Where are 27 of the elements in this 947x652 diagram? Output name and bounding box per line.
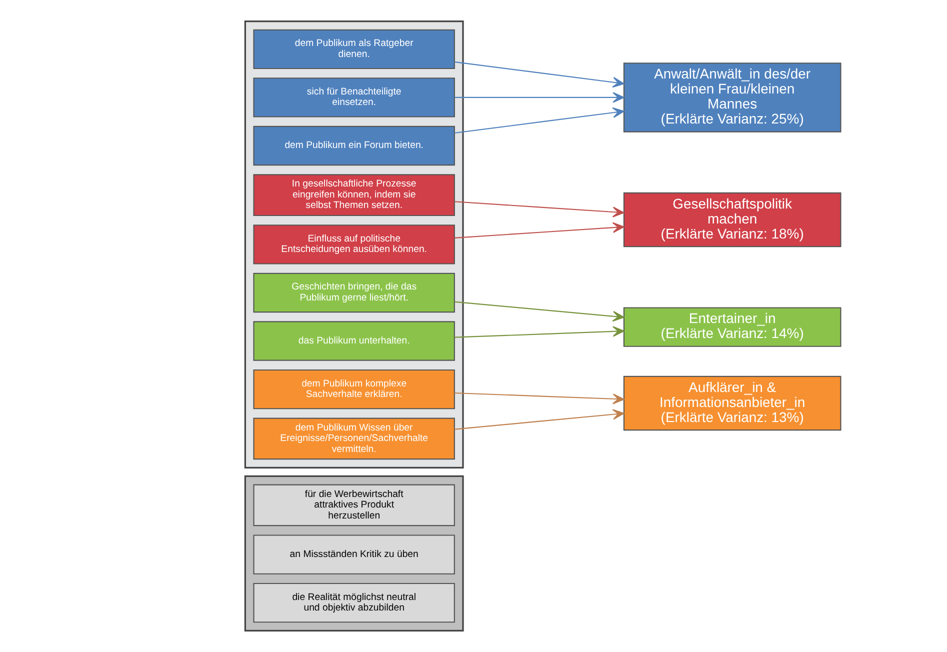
node-box: das Publikum unterhalten. (253, 321, 455, 361)
node-box: Entertainer_in (Erklärte Varianz: 14%) (623, 307, 842, 347)
node-box: dem Publikum ein Forum bieten. (253, 126, 455, 166)
node-box: Einfluss auf politische Entscheidungen ausüben können. (253, 224, 455, 264)
node-box: die Realität möglichst neutral und objektiv abzubilden (253, 582, 455, 623)
arrow (454, 201, 624, 218)
node-box: für die Werbewirtschaft attraktives Produkt herzustellen (253, 484, 455, 526)
node-box: Gesellschaftspolitik machen (Erklärte Varianz: 18%) (623, 192, 842, 248)
cluster (244, 20, 464, 468)
arrow (454, 107, 624, 134)
arrow (454, 326, 624, 338)
arrow (454, 92, 624, 103)
arrow (454, 392, 624, 404)
arrow (454, 222, 624, 238)
node-box: sich für Benachteiligte einsetzen. (253, 78, 455, 118)
node-box: dem Publikum als Ratgeber dienen. (253, 29, 455, 70)
arrow (454, 301, 624, 322)
arrow (454, 409, 624, 430)
node-box: Aufklärer_in & Informationsanbieter_in (Erklärte Varianz: 13%) (623, 376, 842, 431)
node-box: Anwalt/Anwält_in des/der kleinen Frau/kleinen Mannes (Erklärte Varianz: 25%) (623, 62, 842, 132)
node-box: In gesellschaftliche Prozesse eingreifen können, indem sie selbst Themen setzen. (253, 174, 455, 216)
node-box: an Missständen Kritik zu üben (253, 534, 455, 574)
arrow (454, 61, 624, 88)
node-box: Geschichten bringen, die das Publikum gerne liest/hört. (253, 272, 455, 313)
cluster (244, 475, 464, 632)
node-box: dem Publikum komplexe Sachverhalte erklären. (253, 369, 455, 410)
node-box: dem Publikum Wissen über Ereignisse/Personen/Sachverhalte vermitteln. (253, 418, 455, 460)
